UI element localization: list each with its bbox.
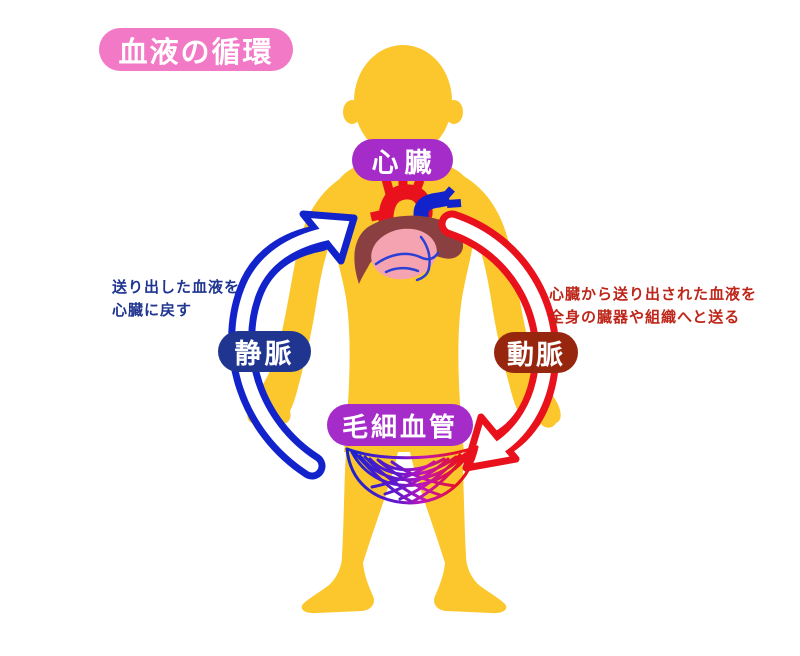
artery-note-line1: 心臓から送り出された血液を xyxy=(549,285,758,303)
artery-label: 動脈 xyxy=(494,332,578,373)
vein-label-text: 静脈 xyxy=(234,339,295,370)
diagram-title-text: 血液の循環 xyxy=(118,34,274,69)
artery-note: 心臓から送り出された血液を 全身の臓器や組織へと送る xyxy=(549,283,757,329)
vein-note-line1: 送り出した血液を xyxy=(112,278,241,296)
capillaries-label-text: 毛細血管 xyxy=(341,412,458,443)
vein-note: 送り出した血液を 心臓に戻す xyxy=(112,276,240,322)
capillary-mesh-icon xyxy=(345,445,479,505)
diagram-title: 血液の循環 xyxy=(99,28,293,71)
heart-label-text: 心臓 xyxy=(371,147,438,179)
heart-illustration-icon xyxy=(354,176,464,284)
vein-label: 静脈 xyxy=(218,331,311,372)
body-silhouette-icon xyxy=(247,45,561,614)
vein-note-line2: 心臓に戻す xyxy=(112,301,193,319)
vein-arrow-icon xyxy=(228,210,358,480)
capillaries-label: 毛細血管 xyxy=(327,404,473,446)
artery-note-line2: 全身の臓器や組織へと送る xyxy=(549,308,741,326)
heart-label: 心臓 xyxy=(352,139,453,181)
artery-label-text: 動脈 xyxy=(507,340,565,371)
